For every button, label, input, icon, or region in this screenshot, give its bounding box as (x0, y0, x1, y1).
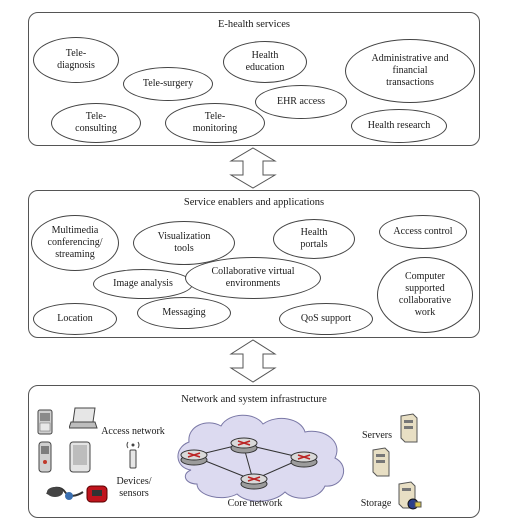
service-enablers-panel: Service enablers and applications Multim… (28, 190, 480, 338)
enabler-cscw: Computer supported collaborative work (377, 257, 473, 333)
enabler-qos-support: QoS support (279, 303, 373, 335)
enabler-messaging: Messaging (137, 297, 231, 329)
server-icon (372, 447, 390, 477)
service-health-education: Health education (223, 41, 307, 83)
router-icon (180, 449, 208, 466)
enabler-visualization: Visualization tools (133, 221, 235, 265)
router-icon (290, 451, 318, 468)
double-arrow-icon (229, 147, 277, 189)
devices-sensors-label: Devices/ sensors (116, 476, 152, 499)
ehealth-services-panel: E-health services Tele- diagnosis Tele-s… (28, 12, 480, 146)
network-infrastructure-panel: Network and system infrastructure Access… (28, 385, 480, 518)
enabler-location: Location (33, 303, 117, 335)
pda-icon (69, 441, 91, 473)
router-icon (230, 437, 258, 454)
access-network-label: Access network (101, 426, 165, 437)
enabler-access-control: Access control (379, 215, 467, 249)
enabler-collaborative-virtual: Collaborative virtual environments (185, 257, 321, 299)
server-icon (400, 413, 418, 443)
storage-icon (398, 481, 422, 510)
service-health-research: Health research (351, 109, 447, 143)
service-ehr-access: EHR access (255, 85, 347, 119)
core-network-label: Core network (227, 498, 283, 509)
service-tele-monitoring: Tele- monitoring (165, 103, 265, 143)
sensor-device-icon (46, 485, 108, 503)
enabler-multimedia: Multimedia conferencing/ streaming (31, 215, 119, 271)
servers-label: Servers (362, 430, 392, 441)
service-tele-diagnosis: Tele- diagnosis (33, 37, 119, 83)
network-infrastructure-title: Network and system infrastructure (181, 394, 327, 405)
service-enablers-title: Service enablers and applications (183, 197, 325, 208)
service-tele-consulting: Tele- consulting (51, 103, 141, 143)
ehealth-services-title: E-health services (217, 19, 290, 30)
enabler-image-analysis: Image analysis (93, 269, 193, 299)
antenna-icon (126, 441, 140, 469)
router-icon (240, 473, 268, 490)
laptop-icon (69, 407, 98, 429)
service-tele-surgery: Tele-surgery (123, 67, 213, 101)
service-administrative-financial: Administrative and financial transaction… (345, 39, 475, 103)
double-arrow-icon (229, 339, 277, 383)
storage-label: Storage (360, 498, 392, 509)
cell-phone-icon (38, 441, 52, 473)
mobile-phone-icon (37, 409, 53, 435)
enabler-health-portals: Health portals (273, 219, 355, 259)
